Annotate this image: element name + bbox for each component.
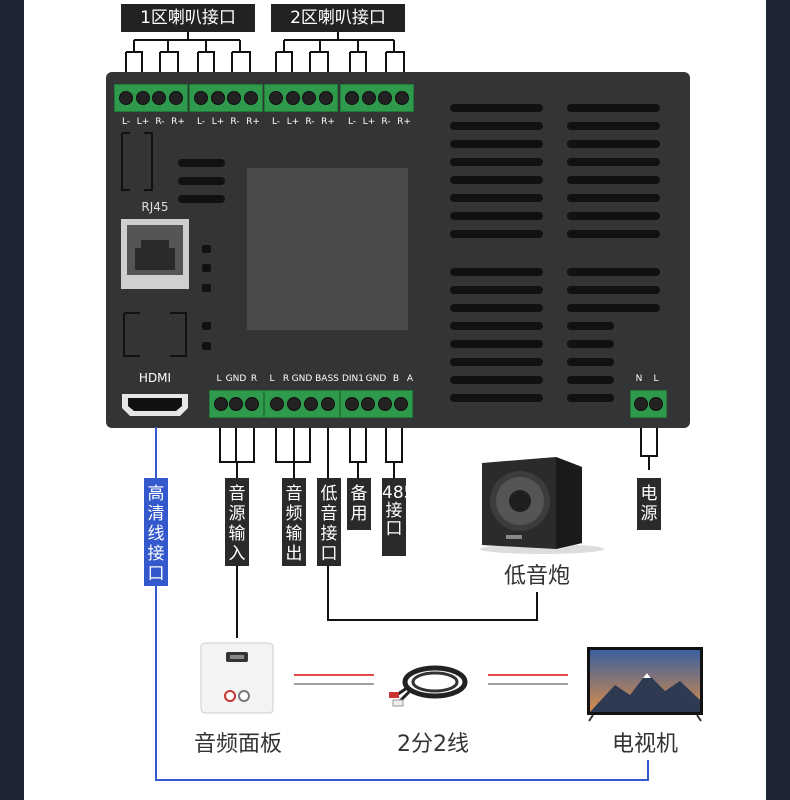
speaker-terminal-block-4[interactable] [340, 84, 414, 112]
terminal-label: R [282, 374, 290, 384]
connector-line [294, 674, 374, 676]
terminal-label: L- [121, 117, 131, 127]
terminal-label: R- [230, 117, 240, 127]
terminal-label: R+ [321, 117, 335, 127]
vent-slot [178, 177, 225, 185]
indicator-led [202, 245, 211, 253]
terminal-label: BASS [315, 374, 339, 384]
zone2-speaker-label: 2区喇叭接口 [271, 4, 405, 32]
terminal-label: R+ [397, 117, 411, 127]
terminal-label: B [392, 374, 400, 384]
connector-line [294, 683, 374, 685]
terminal-label: L- [347, 117, 357, 127]
speaker-terminal-block-1[interactable] [114, 84, 188, 112]
vent-slot [178, 159, 225, 167]
audio-output-label: 音频输出 [282, 478, 306, 566]
terminal-label: GND [225, 374, 247, 384]
subwoofer-image [480, 457, 604, 554]
audio-panel-caption: 音频面板 [193, 732, 282, 757]
terminal-label: A [406, 374, 414, 384]
terminal-label: R [250, 374, 258, 384]
terminal-label: L+ [136, 117, 150, 127]
zone1-speaker-label: 1区喇叭接口 [121, 4, 255, 32]
terminal-label: N [635, 374, 643, 384]
speaker-terminal-block-3[interactable] [264, 84, 338, 112]
device-ports-art [121, 132, 408, 416]
indicator-led [202, 322, 211, 330]
subwoofer-caption: 低音炮 [503, 564, 570, 589]
rj45-label: RJ45 [141, 200, 169, 214]
cable-caption: 2分2线 [397, 732, 469, 757]
power-label: 电源 [637, 478, 661, 530]
indicator-led [202, 342, 211, 350]
rca-cable-image [389, 665, 468, 707]
terminal-label: L+ [362, 117, 376, 127]
connector-line [488, 674, 568, 676]
terminal-label: L [653, 374, 659, 384]
rs485-label: 485接口 [382, 478, 414, 556]
subwoofer-interface-label: 低音接口 [317, 478, 341, 566]
hdmi-interface-label: 高清线接口 [144, 478, 168, 586]
backup-label: 备用 [347, 478, 371, 530]
terminal-label: DIN1 [341, 374, 365, 384]
terminal-label: R+ [246, 117, 260, 127]
connector-line [488, 683, 568, 685]
tv-image [587, 647, 703, 722]
terminal-label: GND [365, 374, 387, 384]
terminal-label: GND [291, 374, 313, 384]
ventilation-grille [450, 104, 660, 402]
speaker-wires [125, 32, 405, 84]
power-terminal[interactable] [630, 390, 667, 418]
audio-panel-image [200, 642, 274, 714]
hdmi-label: HDMI [138, 371, 172, 385]
right-side-band [766, 0, 790, 800]
terminal-label: R- [155, 117, 165, 127]
indicator-led [202, 284, 211, 292]
terminal-label: L- [271, 117, 281, 127]
terminal-label: L+ [211, 117, 225, 127]
indicator-led [202, 264, 211, 272]
terminal-label: L+ [286, 117, 300, 127]
audio-input-label: 音源输入 [225, 478, 249, 566]
left-side-band [0, 0, 24, 800]
tv-caption: 电视机 [611, 732, 678, 757]
terminal-label: R- [381, 117, 391, 127]
io-terminal[interactable] [340, 390, 413, 418]
terminal-label: L [269, 374, 275, 384]
speaker-terminal-block-2[interactable] [189, 84, 263, 112]
terminal-label: R- [305, 117, 315, 127]
audio-input-terminal[interactable] [209, 390, 264, 418]
audio-output-terminal[interactable] [264, 390, 340, 418]
terminal-label: R+ [171, 117, 185, 127]
terminal-label: L [216, 374, 222, 384]
vent-slot [178, 195, 225, 203]
terminal-label: L- [196, 117, 206, 127]
